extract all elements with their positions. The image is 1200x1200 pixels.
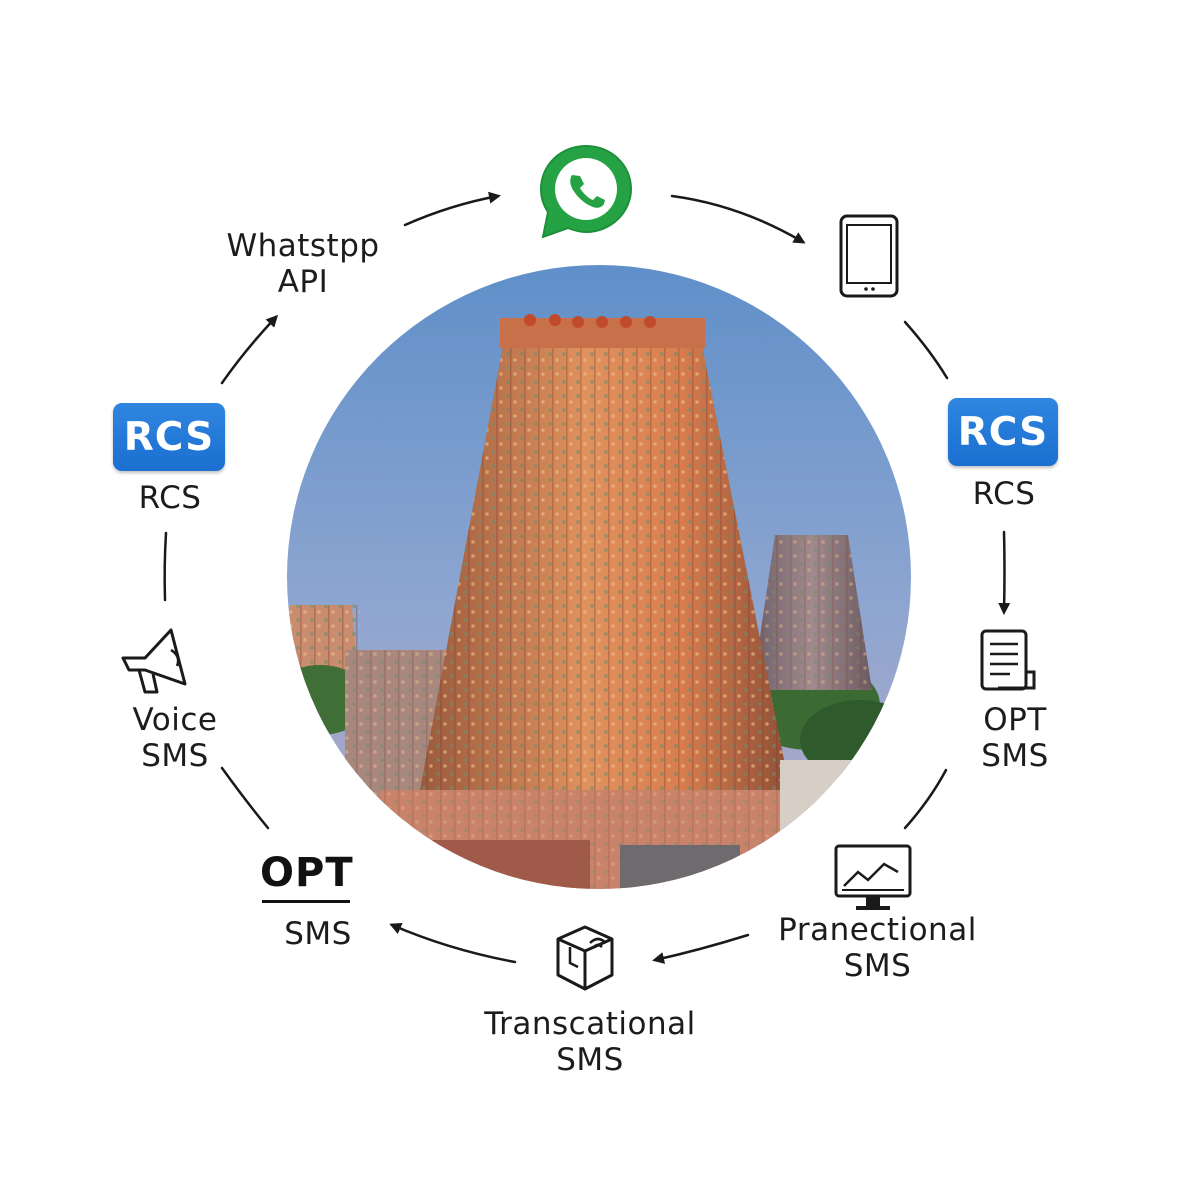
transactional-sms-label: Transcational SMS — [484, 1006, 696, 1078]
opt-logo-underline — [262, 900, 350, 903]
rcs-left-label: RCS — [138, 480, 202, 516]
opt-sms-left-label: SMS — [284, 916, 352, 952]
whatsapp-api-label: Whatstpp API — [226, 228, 380, 300]
speaker-icon — [121, 628, 187, 694]
rcs-logo-left: RCS — [113, 403, 225, 471]
arrow-tablet-to-rcs — [903, 320, 949, 380]
arrow-transactional-to-opt — [389, 923, 517, 964]
arrow-opt-to-voice — [220, 766, 270, 830]
voice-sms-label: Voice SMS — [132, 702, 218, 774]
arrow-voice-to-rcs — [163, 531, 168, 602]
document-icon — [980, 629, 1036, 691]
arrow-rcs-to-opt — [998, 530, 1011, 615]
arrow-promo-to-transactional — [652, 933, 750, 964]
arrow-rcs-to-api — [220, 314, 279, 385]
arrow-whatsapp-to-tablet — [670, 194, 806, 244]
arrow-api-to-whatsapp — [403, 191, 501, 227]
rcs-right-label: RCS — [972, 476, 1036, 512]
promotional-sms-label: Pranectional SMS — [778, 912, 977, 984]
box-signal-icon — [556, 925, 614, 991]
opt-sms-right-label: OPT SMS — [981, 702, 1049, 774]
arrow-opt-to-promo — [903, 768, 948, 830]
tablet-icon — [839, 214, 899, 298]
monitor-chart-icon — [834, 844, 912, 910]
rcs-logo-right: RCS — [948, 398, 1058, 466]
opt-logo-left: OPT — [260, 850, 354, 896]
whatsapp-icon[interactable] — [535, 140, 637, 242]
